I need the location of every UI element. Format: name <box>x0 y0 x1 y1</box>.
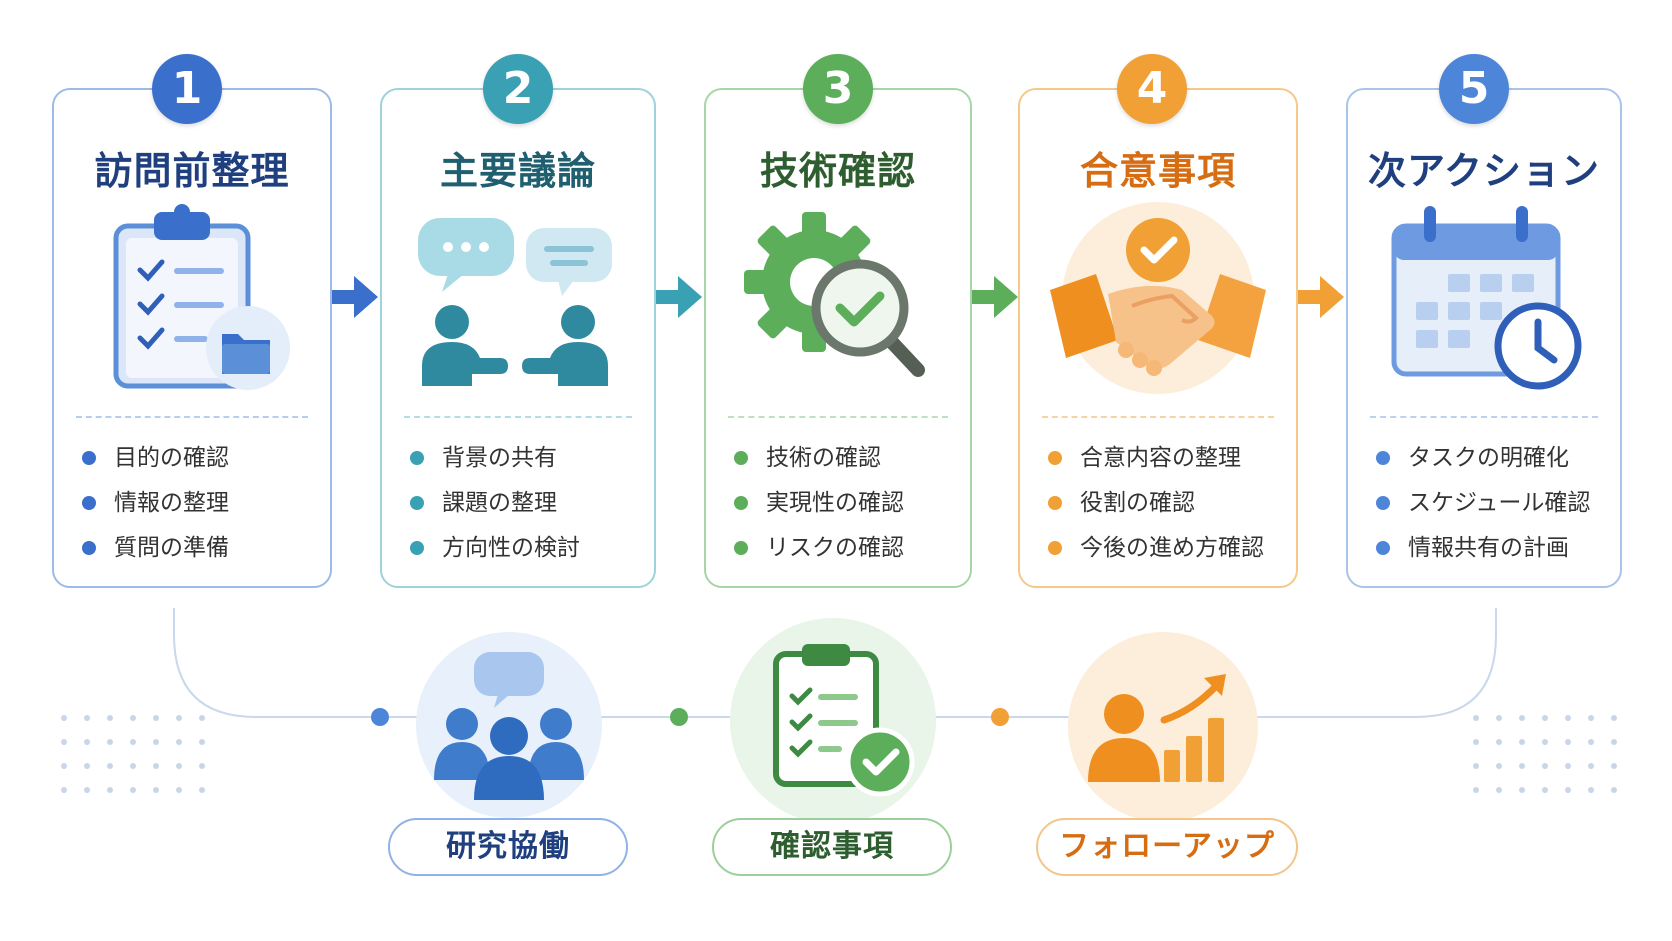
list-item: 背景の共有 <box>408 436 644 481</box>
dot-grid-left <box>61 715 205 793</box>
list-item: 課題の整理 <box>408 481 644 526</box>
connector-dot-orange <box>991 708 1009 726</box>
list-item: 情報共有の計画 <box>1374 526 1610 571</box>
divider <box>76 416 308 418</box>
step-title: 合意事項 <box>1079 149 1236 193</box>
divider <box>404 416 632 418</box>
step-number-badge-5: 5 <box>1439 54 1509 124</box>
arrow-right-icon <box>1298 276 1344 318</box>
list-item: スケジュール確認 <box>1374 481 1610 526</box>
outcome-label-confirmation-items: 確認事項 <box>712 818 952 876</box>
outcome-label-follow-up: フォローアップ <box>1036 818 1298 876</box>
step-title: 訪問前整理 <box>94 149 290 193</box>
step-title: 主要議論 <box>439 149 596 193</box>
step-card-2: 主要議論 背景の共有 課題の整理 方向性の検討 <box>380 88 656 588</box>
step-card-5: 次アクション タスクの明確化 スケジュール確認 情報共有の計画 <box>1346 88 1622 588</box>
step-number-badge-4: 4 <box>1117 54 1187 124</box>
step-card-1: 訪問前整理 目的の確認 情報の整理 質問の準備 <box>52 88 332 588</box>
outcome-hub-2 <box>730 618 936 824</box>
divider <box>1370 416 1598 418</box>
outcome-hub-1 <box>416 632 602 818</box>
list-item: 今後の進め方確認 <box>1046 526 1286 571</box>
checklist-icon <box>773 644 915 797</box>
gear-magnifier-icon <box>744 212 925 377</box>
step-number-badge-2: 2 <box>483 54 553 124</box>
divider <box>728 416 948 418</box>
clipboard-folder-icon <box>113 204 290 390</box>
outcome-label-research-collaboration: 研究協働 <box>388 818 628 876</box>
growth-chart-icon <box>1088 674 1226 782</box>
list-item: 情報の整理 <box>80 481 320 526</box>
discussion-people-icon <box>418 218 612 386</box>
list-item: 実現性の確認 <box>732 481 960 526</box>
step-card-3: 技術確認 技術の確認 実現性の確認 リスクの確認 <box>704 88 972 588</box>
step-bullets: 目的の確認 情報の整理 質問の準備 <box>80 436 320 571</box>
team-icon <box>434 652 584 800</box>
connector-dot-blue <box>371 708 389 726</box>
step-bullets: 合意内容の整理 役割の確認 今後の進め方確認 <box>1046 436 1286 571</box>
step-number-badge-3: 3 <box>803 54 873 124</box>
step-number-badge-1: 1 <box>152 54 222 124</box>
step-bullets: 背景の共有 課題の整理 方向性の検討 <box>408 436 644 571</box>
calendar-clock-icon <box>1391 206 1582 390</box>
outcome-hub-3 <box>1068 632 1258 822</box>
arrow-right-icon <box>972 276 1018 318</box>
step-title: 技術確認 <box>759 149 916 193</box>
step-bullets: 技術の確認 実現性の確認 リスクの確認 <box>732 436 960 571</box>
list-item: 目的の確認 <box>80 436 320 481</box>
list-item: タスクの明確化 <box>1374 436 1610 481</box>
step-bullets: タスクの明確化 スケジュール確認 情報共有の計画 <box>1374 436 1610 571</box>
step-title: 次アクション <box>1367 149 1601 193</box>
step-card-4: 合意事項 合意内容の整理 役割の確認 今後の進め方確認 <box>1018 88 1298 588</box>
connector-dot-green <box>670 708 688 726</box>
arrow-right-icon <box>332 276 378 318</box>
list-item: 質問の準備 <box>80 526 320 571</box>
handshake-icon <box>1050 202 1266 394</box>
arrow-right-icon <box>656 276 702 318</box>
list-item: 方向性の検討 <box>408 526 644 571</box>
dot-grid-right <box>1473 715 1617 793</box>
list-item: リスクの確認 <box>732 526 960 571</box>
list-item: 技術の確認 <box>732 436 960 481</box>
list-item: 役割の確認 <box>1046 481 1286 526</box>
list-item: 合意内容の整理 <box>1046 436 1286 481</box>
divider <box>1042 416 1274 418</box>
